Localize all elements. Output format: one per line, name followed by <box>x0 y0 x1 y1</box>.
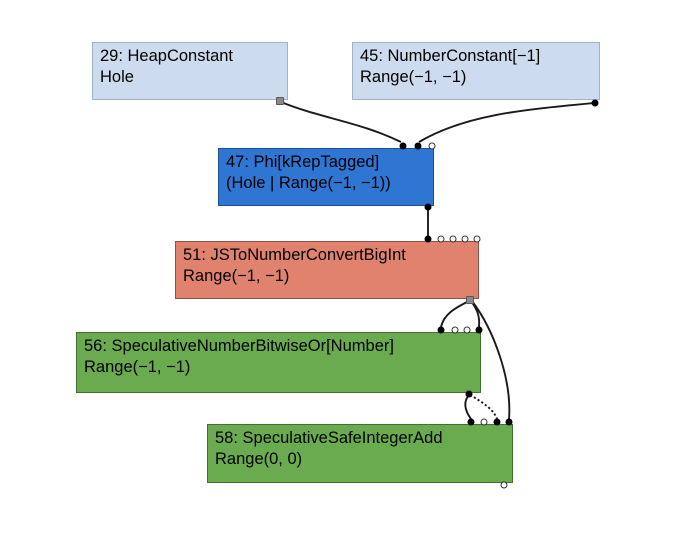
port-47-top-filled[interactable] <box>399 142 407 150</box>
edge-51-to-56 <box>440 300 470 328</box>
edge-45-to-47 <box>418 102 595 143</box>
port-45-bottom-filled[interactable] <box>591 99 599 107</box>
port-56-top-hollow[interactable] <box>463 326 471 334</box>
port-51-top-hollow[interactable] <box>461 235 469 243</box>
port-51-top-filled[interactable] <box>424 235 432 243</box>
port-51-top-hollow[interactable] <box>437 235 445 243</box>
port-58-top-hollow[interactable] <box>480 418 488 426</box>
port-47-bottom-filled[interactable] <box>424 203 432 211</box>
edge-56-to-58 <box>469 394 498 420</box>
graph-node-56[interactable]: 56: SpeculativeNumberBitwiseOr[Number] Ra… <box>76 332 481 393</box>
graph-node-45[interactable]: 45: NumberConstant[−1] Range(−1, −1) <box>352 42 600 100</box>
port-58-top-filled[interactable] <box>493 418 501 426</box>
port-47-top-hollow[interactable] <box>428 142 436 150</box>
port-58-bottom-hollow[interactable] <box>500 481 508 489</box>
port-56-top-filled[interactable] <box>437 326 445 334</box>
port-58-top-filled[interactable] <box>467 418 475 426</box>
node-56-title: 56: SpeculativeNumberBitwiseOr[Number] <box>84 337 394 355</box>
port-58-top-filled[interactable] <box>505 418 513 426</box>
node-58-title: 58: SpeculativeSafeIntegerAdd <box>215 429 443 447</box>
node-51-title: 51: JSToNumberConvertBigInt <box>183 246 406 264</box>
port-51-bottom-square[interactable] <box>466 296 474 304</box>
edge-51-to-56 <box>470 300 481 328</box>
port-56-top-hollow[interactable] <box>451 326 459 334</box>
port-47-top-filled[interactable] <box>414 142 422 150</box>
port-51-top-hollow[interactable] <box>449 235 457 243</box>
port-56-top-filled[interactable] <box>475 326 483 334</box>
node-45-subtitle: Range(−1, −1) <box>360 68 467 87</box>
graph-node-47[interactable]: 47: Phi[kRepTagged] (Hole | Range(−1, −1)… <box>218 148 434 206</box>
node-56-subtitle: Range(−1, −1) <box>84 358 191 377</box>
edge-29-to-47 <box>280 101 402 143</box>
node-58-subtitle: Range(0, 0) <box>215 450 303 469</box>
node-47-subtitle: (Hole | Range(−1, −1)) <box>226 174 391 193</box>
node-51-subtitle: Range(−1, −1) <box>183 267 290 286</box>
port-56-bottom-filled[interactable] <box>465 390 473 398</box>
node-29-subtitle: Hole <box>100 68 134 87</box>
node-45-title: 45: NumberConstant[−1] <box>360 47 541 65</box>
node-29-title: 29: HeapConstant <box>100 47 234 65</box>
port-51-top-hollow[interactable] <box>473 235 481 243</box>
node-47-title: 47: Phi[kRepTagged] <box>226 153 380 171</box>
port-29-bottom-square[interactable] <box>276 97 284 105</box>
edge-56-to-58 <box>464 394 472 420</box>
